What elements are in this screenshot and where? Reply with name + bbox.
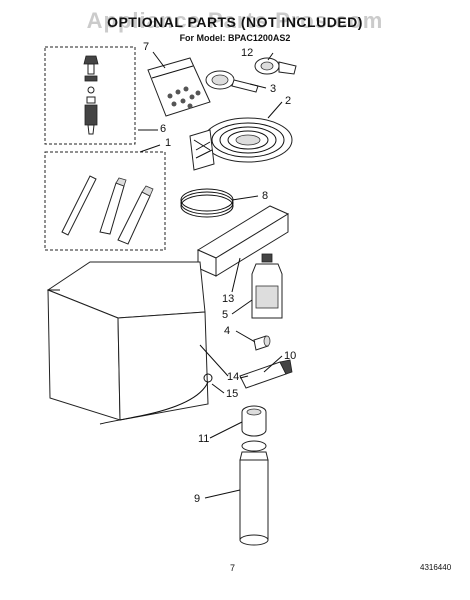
callout-3: 3 [270, 83, 276, 95]
sealant-tubes [61, 175, 154, 245]
foam-block-13 [196, 205, 290, 277]
callout-4: 4 [224, 325, 230, 337]
can-9 [239, 440, 269, 546]
model-label: For Model: BPAC1200AS2 [179, 33, 291, 43]
document-code: 4316440 [420, 563, 452, 572]
cap-4 [253, 335, 271, 351]
kit-box-1 [44, 151, 166, 251]
callout-6: 6 [160, 123, 166, 135]
leader-lines [138, 51, 283, 499]
callout-9: 9 [194, 493, 200, 505]
callout-1: 1 [165, 137, 171, 149]
tape-roll-12 [254, 57, 297, 75]
fastener-bag [147, 57, 211, 117]
foam-roll-2 [189, 117, 293, 171]
valve-parts [83, 55, 99, 135]
callout-2: 2 [285, 95, 291, 107]
tape-roll-small [205, 70, 259, 93]
callout-14: 14 [227, 371, 239, 383]
callout-5: 5 [222, 309, 228, 321]
wire-coil-8 [180, 188, 234, 218]
page-number: 7 [230, 563, 236, 573]
callout-15: 15 [226, 388, 238, 400]
cap-11 [241, 405, 267, 437]
cover-14 [46, 261, 209, 421]
callout-7: 7 [143, 41, 149, 53]
callout-12: 12 [241, 47, 253, 59]
cord-15 [99, 373, 213, 425]
tube-10 [239, 359, 293, 389]
page-title: OPTIONAL PARTS (NOT INCLUDED) [107, 14, 363, 30]
bottle-5 [251, 253, 283, 319]
callout-11: 11 [198, 433, 209, 445]
watermark: Appliance Parts Pros.com [86, 8, 384, 33]
callout-8: 8 [262, 190, 268, 202]
kit-box-6 [44, 46, 136, 145]
callout-13: 13 [222, 293, 234, 305]
callout-10: 10 [284, 350, 296, 362]
